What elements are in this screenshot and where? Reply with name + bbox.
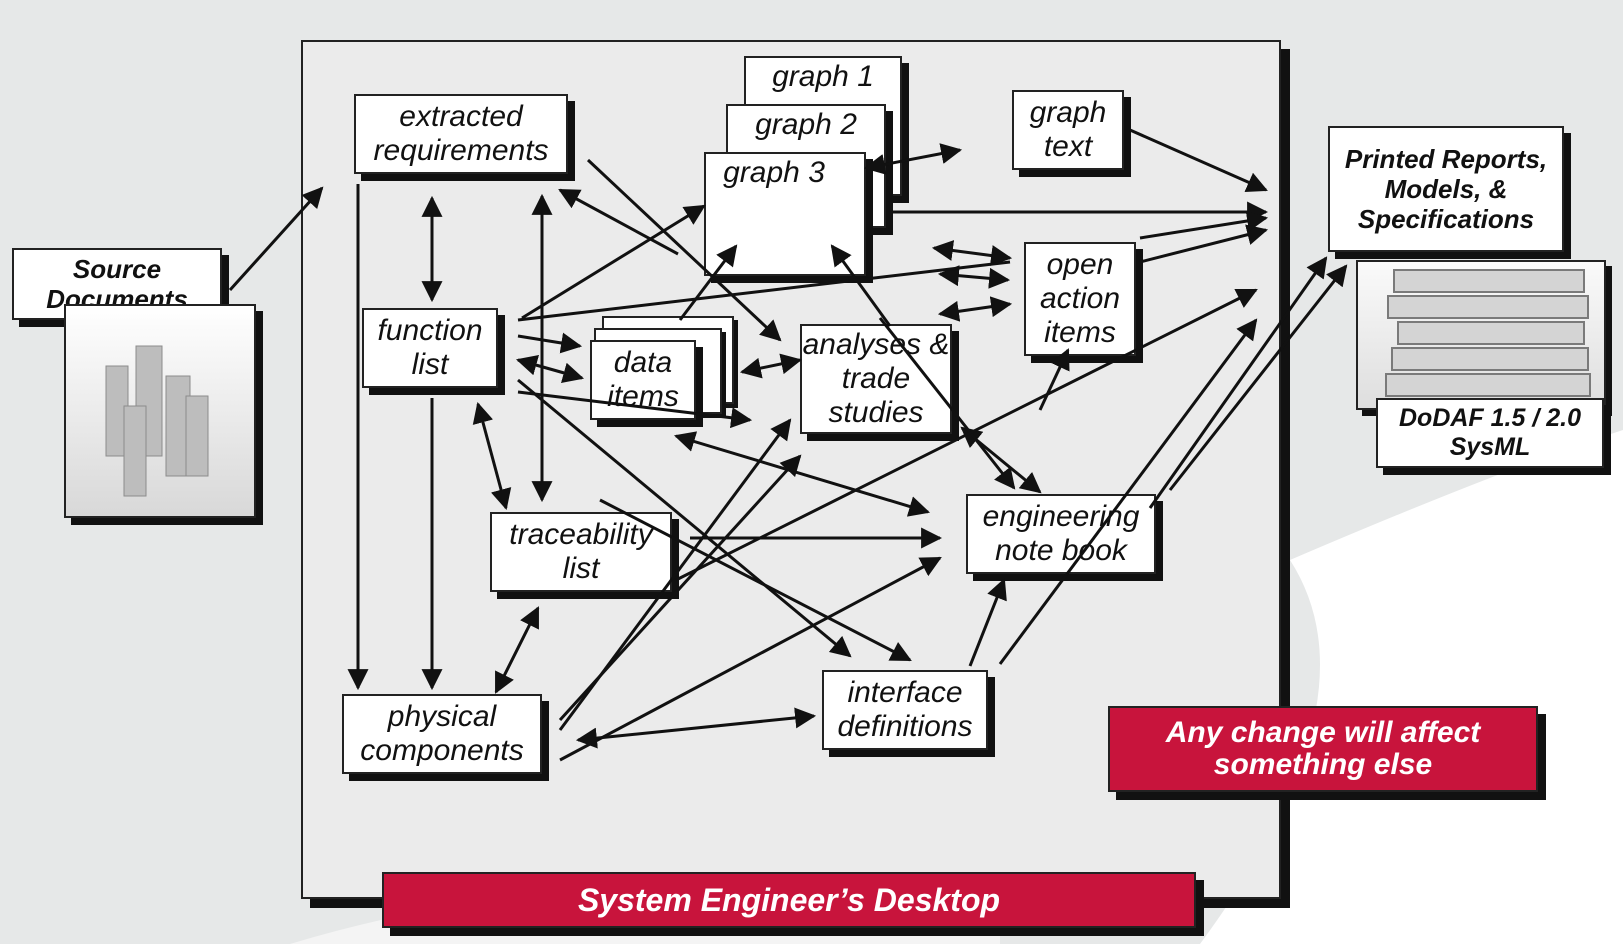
any-change-banner: Any change will affect something else <box>1108 706 1538 792</box>
graph-1-label: graph 1 <box>772 60 874 93</box>
graph-text-label: graph text <box>1029 96 1107 163</box>
printed-reports-box: Printed Reports, Models, & Specification… <box>1328 126 1564 252</box>
graph-text-box: graph text <box>1012 90 1124 170</box>
traceability-list-label: traceability list <box>509 518 653 585</box>
dodaf-sysml-box: DoDAF 1.5 / 2.0 SysML <box>1376 398 1604 468</box>
data-items-box: data items <box>590 340 696 420</box>
function-list-box: function list <box>362 308 498 388</box>
data-items-label: data items <box>607 346 679 413</box>
system-engineers-desktop-title: System Engineer’s Desktop <box>577 881 1001 918</box>
dodaf-sysml-label: DoDAF 1.5 / 2.0 SysML <box>1399 404 1581 461</box>
any-change-text: Any change will affect something else <box>1165 716 1481 781</box>
books-stack-image <box>1356 260 1606 410</box>
graph-3-box: graph 3 <box>704 152 866 276</box>
analyses-trade-studies-label: analyses & trade studies <box>802 328 950 429</box>
extracted-requirements-box: extracted requirements <box>354 94 568 174</box>
interface-definitions-label: interface definitions <box>837 676 973 743</box>
engineering-note-book-box: engineering note book <box>966 494 1156 574</box>
engineering-note-book-label: engineering note book <box>982 500 1140 567</box>
interface-definitions-box: interface definitions <box>822 670 988 750</box>
physical-components-box: physical components <box>342 694 542 774</box>
physical-components-label: physical components <box>360 700 524 767</box>
graph-3-label: graph 3 <box>723 156 825 189</box>
traceability-list-box: traceability list <box>490 512 672 592</box>
document-stacks-image <box>64 304 256 518</box>
printed-reports-label: Printed Reports, Models, & Specification… <box>1344 144 1548 234</box>
function-list-label: function list <box>377 314 483 381</box>
open-action-items-label: open action items <box>1039 248 1121 349</box>
analyses-trade-studies-box: analyses & trade studies <box>800 324 952 434</box>
open-action-items-box: open action items <box>1024 242 1136 356</box>
extracted-requirements-label: extracted requirements <box>373 100 549 167</box>
graph-2-label: graph 2 <box>755 108 857 141</box>
system-engineers-desktop-banner: System Engineer’s Desktop <box>382 872 1196 928</box>
